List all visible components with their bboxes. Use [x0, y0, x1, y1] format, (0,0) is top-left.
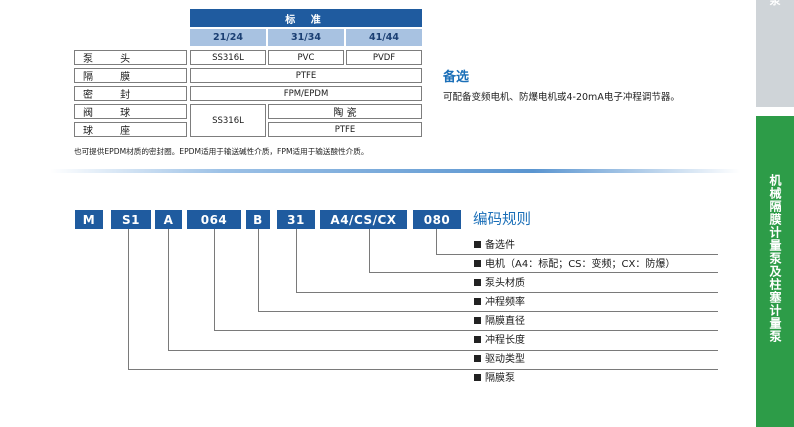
bullet-square-icon	[474, 336, 481, 343]
connector-080	[436, 229, 437, 254]
cell-ball-seat: PTFE	[268, 122, 422, 137]
cell-valve-ball: 陶 瓷	[268, 104, 422, 119]
legend-item-label: 隔膜直径	[485, 316, 525, 327]
legend-item-diaphragm-pump: 隔膜泵	[474, 373, 515, 385]
cell-pump-head-31-34: PVC	[268, 50, 344, 65]
row-label-pump-head: 泵 头	[74, 50, 187, 65]
size-header-21-24: 21/24	[190, 29, 266, 46]
connector-064	[214, 229, 215, 330]
side-tab-diaphragm-plunger-pumps[interactable]: 机械隔膜计量泵及柱塞计量泵	[756, 116, 794, 427]
connector-line	[168, 350, 718, 351]
side-tab-pumps[interactable]: 泵	[756, 0, 794, 107]
cell-pump-head-41-44: PVDF	[346, 50, 422, 65]
row-label-seal: 密 封	[74, 86, 187, 101]
section-divider	[50, 169, 740, 173]
side-tab-pumps-label: 泵	[769, 0, 781, 7]
table-note: 也可提供EPDM材质的密封圈。EPDM适用于输送碱性介质，FPM适用于输送酸性介…	[74, 147, 369, 156]
code-box-064: 064	[187, 210, 241, 229]
bullet-square-icon	[474, 241, 481, 248]
connector-line	[369, 272, 718, 273]
bullet-square-icon	[474, 374, 481, 381]
connector-a	[168, 229, 169, 350]
code-box-a4-cs-cx: A4/CS/CX	[320, 210, 407, 229]
connector-line	[258, 311, 718, 312]
legend-item-motor: 电机（A4：标配；CS：变频；CX：防爆）	[474, 259, 675, 271]
connector-line	[436, 254, 718, 255]
size-header-31-34: 31/34	[268, 29, 344, 46]
legend-item-pump-head-material: 泵头材质	[474, 278, 525, 290]
code-box-b: B	[246, 210, 270, 229]
legend-item-options: 备选件	[474, 240, 515, 252]
connector-a4-cs-cx	[369, 229, 370, 272]
row-label-diaphragm: 隔 膜	[74, 68, 187, 83]
connector-line	[128, 369, 718, 370]
side-tab-active-label: 机械隔膜计量泵及柱塞计量泵	[768, 174, 782, 343]
legend-item-label: 冲程频率	[485, 297, 525, 308]
coding-rules-title: 编码规则	[473, 212, 531, 228]
row-label-ball-seat: 球 座	[74, 122, 187, 137]
bullet-square-icon	[474, 279, 481, 286]
legend-item-stroke-length: 冲程长度	[474, 335, 525, 347]
code-box-s1: S1	[111, 210, 151, 229]
size-header-41-44: 41/44	[346, 29, 422, 46]
code-box-31: 31	[277, 210, 315, 229]
row-label-valve-ball: 阀 球	[74, 104, 187, 119]
options-title: 备选	[443, 70, 470, 85]
legend-item-label: 驱动类型	[485, 354, 525, 365]
cell-valve-ball-seat-21-24: SS316L	[190, 104, 266, 137]
connector-s1	[128, 229, 129, 369]
code-box-m: M	[75, 210, 103, 229]
legend-item-label: 隔膜泵	[485, 373, 515, 384]
connector-line	[296, 292, 718, 293]
options-text: 可配备变频电机、防爆电机或4-20mA电子冲程调节器。	[443, 92, 680, 103]
cell-seal: FPM/EPDM	[190, 86, 422, 101]
connector-b	[258, 229, 259, 311]
legend-item-stroke-frequency: 冲程频率	[474, 297, 525, 309]
connector-31	[296, 229, 297, 292]
legend-item-label: 冲程长度	[485, 335, 525, 346]
bullet-square-icon	[474, 298, 481, 305]
connector-line	[214, 330, 718, 331]
table-header-standard: 标 准	[190, 9, 422, 27]
legend-item-label: 电机（A4：标配；CS：变频；CX：防爆）	[485, 259, 676, 270]
legend-item-drive-type: 驱动类型	[474, 354, 525, 366]
bullet-square-icon	[474, 355, 481, 362]
bullet-square-icon	[474, 260, 481, 267]
legend-item-diaphragm-diameter: 隔膜直径	[474, 316, 525, 328]
code-box-080: 080	[413, 210, 461, 229]
cell-diaphragm: PTFE	[190, 68, 422, 83]
code-box-a: A	[155, 210, 182, 229]
legend-item-label: 备选件	[485, 240, 515, 251]
bullet-square-icon	[474, 317, 481, 324]
legend-item-label: 泵头材质	[485, 278, 525, 289]
cell-pump-head-21-24: SS316L	[190, 50, 266, 65]
